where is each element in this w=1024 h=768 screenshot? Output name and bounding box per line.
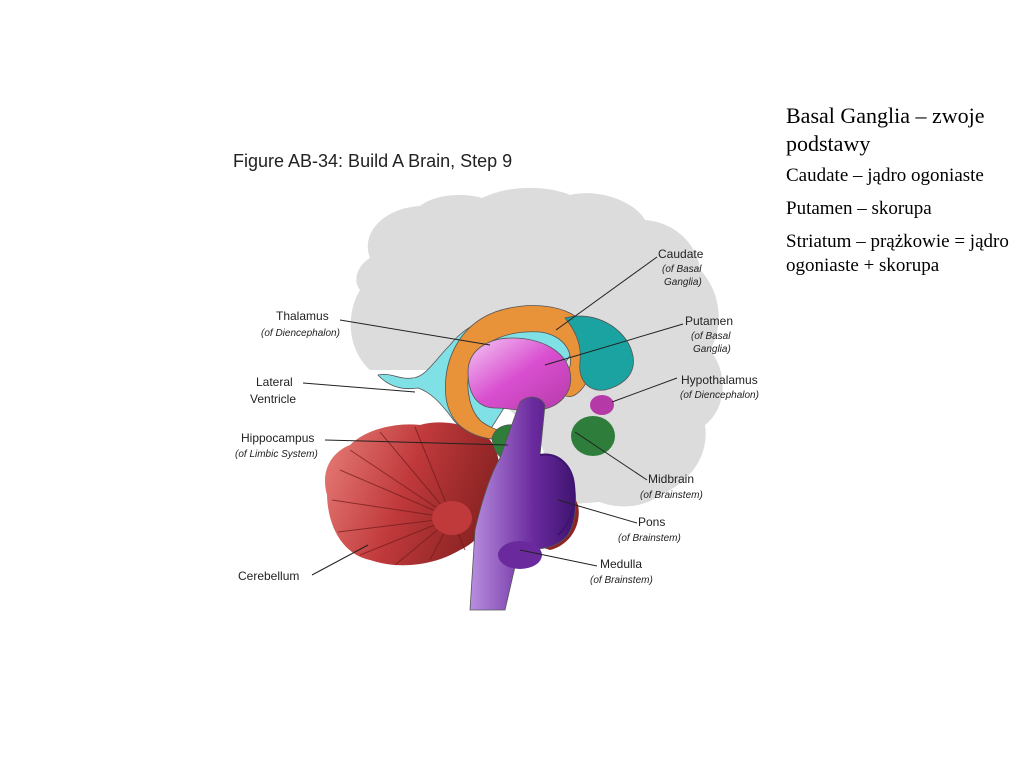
- label-medulla: Medulla (of Brainstem): [590, 557, 653, 586]
- figure-title: Figure AB-34: Build A Brain, Step 9: [233, 151, 512, 171]
- putamen-shape: [564, 315, 634, 391]
- hypothalamus-shape: [590, 395, 614, 415]
- notes-item-caudate: Caudate – jądro ogoniaste: [786, 165, 984, 186]
- brain-diagram-svg: Figure AB-34: Build A Brain, Step 9: [233, 151, 759, 611]
- leader-lines: [302, 256, 684, 576]
- notes-panel: Basal Ganglia – zwoje podstawy Caudate –…: [786, 102, 1011, 287]
- medulla-sub: (of Brainstem): [590, 575, 653, 586]
- midbrain-leader: [574, 431, 648, 481]
- midbrain-name: Midbrain: [648, 472, 694, 486]
- pons-name: Pons: [638, 515, 665, 529]
- notes-item-striatum: Striatum – prążkowie = jądro ogoniaste +…: [786, 231, 1009, 276]
- label-cerebellum: Cerebellum: [238, 569, 299, 583]
- hypothalamus-sub: (of Diencephalon): [680, 390, 759, 401]
- notes-heading: Basal Ganglia – zwoje podstawy: [786, 103, 985, 156]
- pons-sub: (of Brainstem): [618, 533, 681, 544]
- medulla-name: Medulla: [600, 557, 642, 571]
- brainstem-lower: [498, 541, 542, 569]
- caudate-sub2: Ganglia): [664, 277, 702, 288]
- lateral-ventricle-line1: Lateral: [256, 375, 293, 389]
- label-lateral-ventricle: Lateral Ventricle: [250, 375, 296, 406]
- putamen-sub1: (of Basal: [691, 331, 731, 342]
- hippocampus-name: Hippocampus: [241, 431, 314, 445]
- medulla-leader: [519, 549, 598, 567]
- hypothalamus-name: Hypothalamus: [681, 373, 758, 387]
- lateral-ventricle-leader: [302, 382, 416, 393]
- label-pons: Pons (of Brainstem): [618, 515, 681, 544]
- pons-leader: [557, 499, 638, 524]
- caudate-leader: [555, 256, 658, 331]
- hypothalamus-leader: [611, 377, 678, 403]
- hippocampus-leader: [324, 439, 509, 446]
- label-thalamus: Thalamus (of Diencephalon): [261, 309, 340, 339]
- putamen-name: Putamen: [685, 314, 733, 328]
- thalamus-shape: [467, 337, 572, 411]
- putamen-sub2: Ganglia): [693, 344, 731, 355]
- caudate-name: Caudate: [658, 247, 704, 261]
- label-hypothalamus: Hypothalamus (of Diencephalon): [680, 373, 759, 401]
- thalamus-name: Thalamus: [276, 309, 329, 323]
- label-caudate: Caudate (of Basal Ganglia): [658, 247, 704, 288]
- midbrain-nodule: [571, 416, 615, 456]
- notes-item-putamen: Putamen – skorupa: [786, 198, 932, 219]
- cerebellum-name: Cerebellum: [238, 569, 299, 583]
- thalamus-sub: (of Diencephalon): [261, 328, 340, 339]
- brainstem-shape: [469, 396, 577, 611]
- label-midbrain: Midbrain (of Brainstem): [640, 472, 703, 501]
- cerebellum-leader: [311, 544, 369, 576]
- hippocampus-sub: (of Limbic System): [235, 449, 318, 460]
- label-putamen: Putamen (of Basal Ganglia): [685, 314, 733, 355]
- label-hippocampus: Hippocampus (of Limbic System): [235, 431, 318, 460]
- brain-figure: Figure AB-34: Build A Brain, Step 9: [220, 140, 780, 620]
- pons-shape: [539, 453, 576, 536]
- putamen-leader: [544, 323, 684, 366]
- lateral-ventricle-line2: Ventricle: [250, 392, 296, 406]
- thalamus-leader: [339, 319, 491, 346]
- caudate-sub1: (of Basal: [662, 264, 702, 275]
- midbrain-sub: (of Brainstem): [640, 490, 703, 501]
